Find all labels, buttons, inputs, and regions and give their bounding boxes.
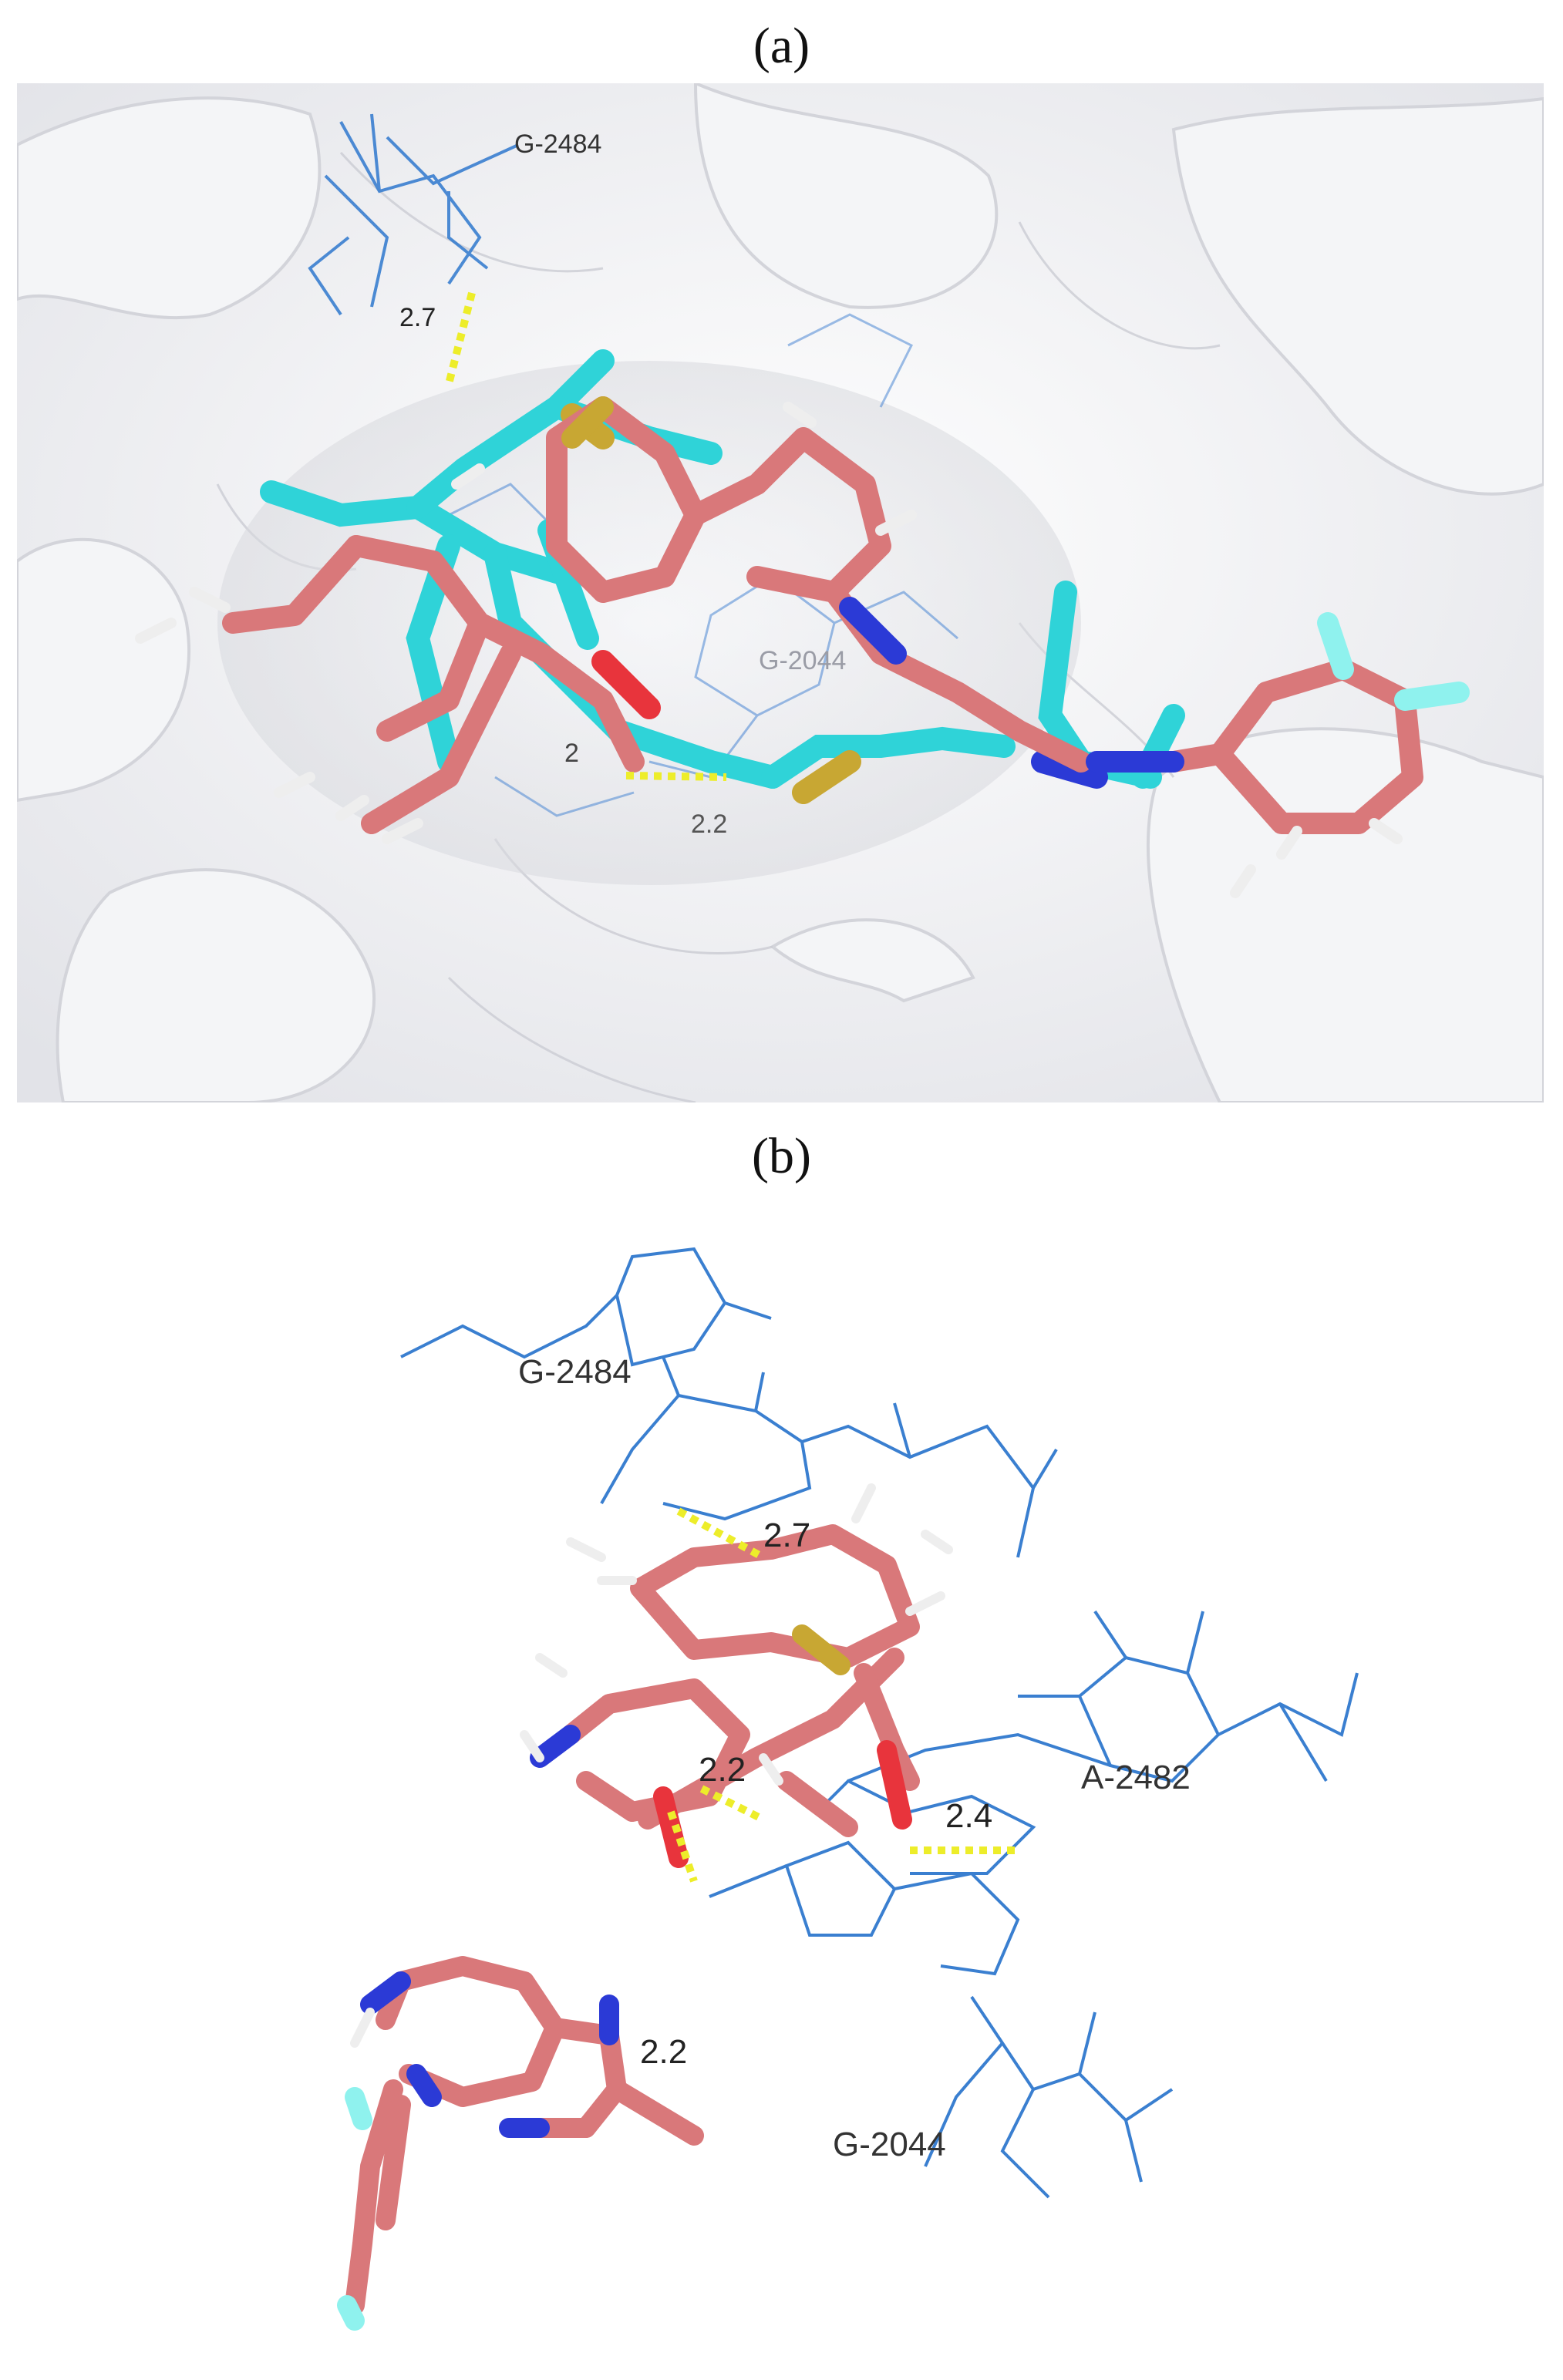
distance-label-top: 2.7 xyxy=(399,303,436,332)
ligand-heteroatoms xyxy=(337,1624,912,2331)
residue-label-g2484: G-2484 xyxy=(514,130,601,159)
hbond-dashes-a xyxy=(445,291,727,781)
panel-a-docking-view: G-2484 G-2044 2.7 2 2.2 xyxy=(17,83,1544,1102)
panel-a-label: (a) xyxy=(753,18,810,74)
residue-a2482-lines xyxy=(816,1610,1359,1875)
distance-label-partial: 2 xyxy=(564,739,579,768)
ligand-salmon-heteroatoms xyxy=(561,396,1470,773)
distance-label-bottom: 2.2 xyxy=(691,810,727,839)
residue-g2044-lines xyxy=(709,1840,1174,2199)
residue-label-g2044: G-2044 xyxy=(759,646,846,675)
protein-surface-lobes xyxy=(17,83,1544,1102)
residue-g2484-lines xyxy=(308,113,519,316)
residue-label-a2482: A-2482 xyxy=(1081,1759,1191,1796)
panel-b-label: (b) xyxy=(752,1128,811,1184)
ligand-hydrogens xyxy=(350,1483,953,2048)
residue-g2044-lines xyxy=(448,313,958,817)
distance-label-right: 2.4 xyxy=(945,1797,992,1835)
distance-label-top: 2.7 xyxy=(763,1517,810,1554)
ligand-hydrogens xyxy=(135,402,1403,898)
hbond-dashes-b xyxy=(667,1507,1018,1883)
distance-label-mid: 2.2 xyxy=(699,1751,746,1789)
panel-b-interaction-view: G-2484 A-2482 G-2044 2.7 2.4 2.2 2.2 xyxy=(337,1247,1359,2331)
distance-label-low: 2.2 xyxy=(640,2033,687,2071)
residue-label-g2044: G-2044 xyxy=(833,2126,946,2163)
residue-label-g2484: G-2484 xyxy=(518,1353,632,1391)
residue-g2484-lines xyxy=(400,1247,1058,1558)
